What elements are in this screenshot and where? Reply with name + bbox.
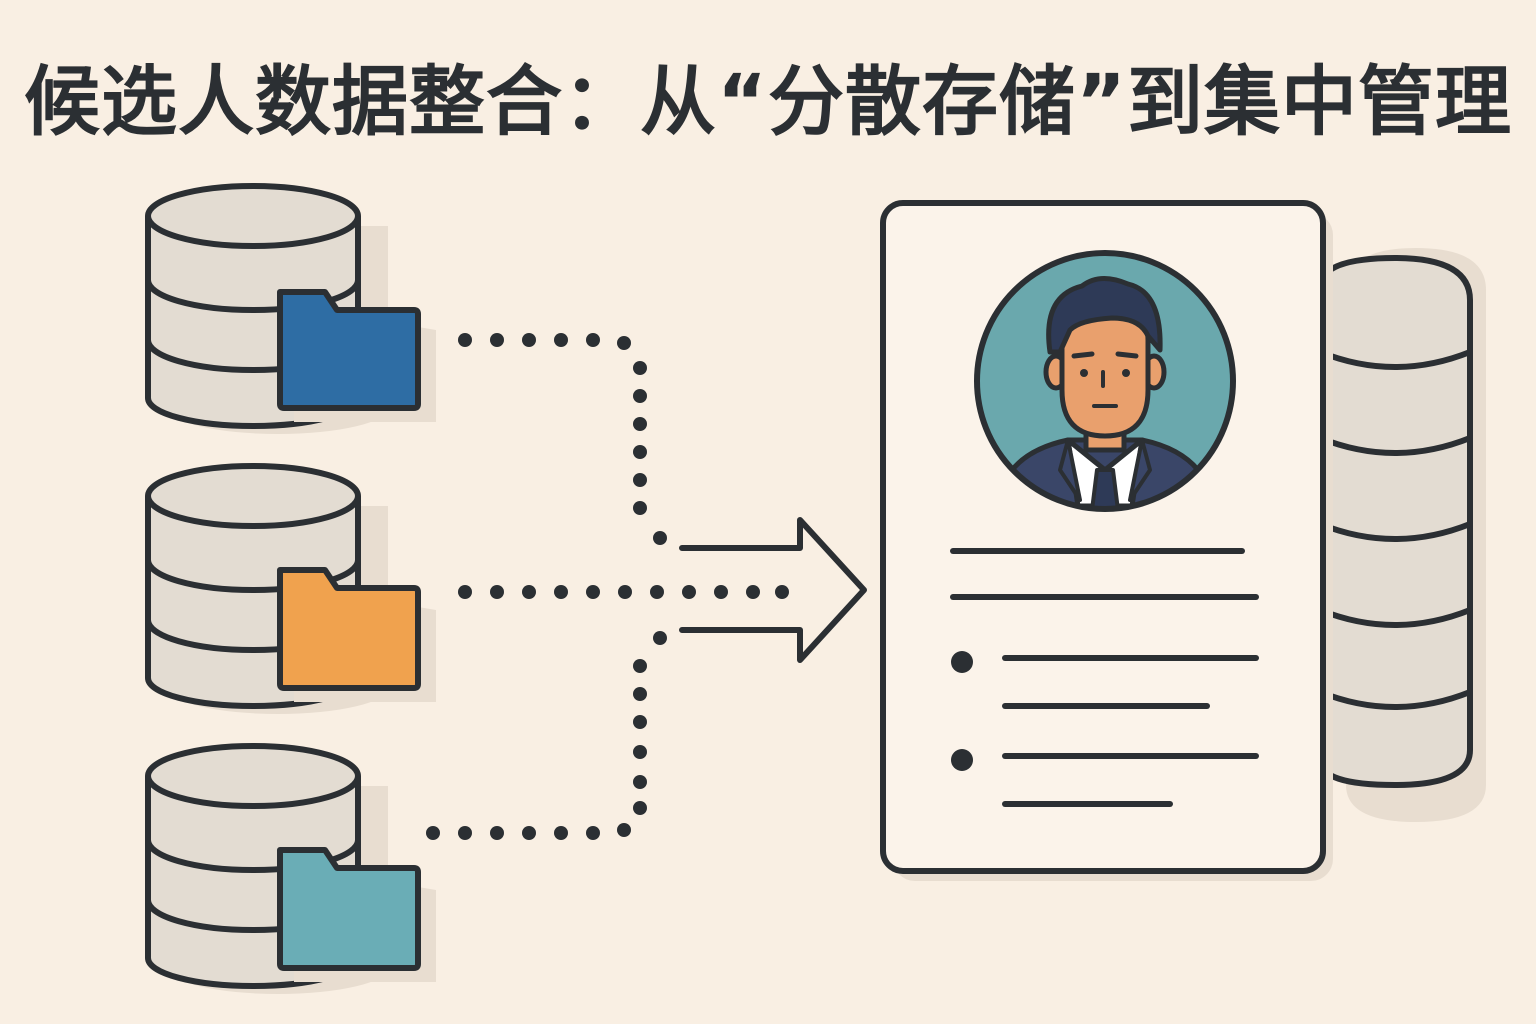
connector-dot <box>775 585 789 599</box>
page-title: 候选人数据整合：从“分散存储”到集中管理 <box>24 57 1512 146</box>
connector-dot <box>682 585 696 599</box>
connector-dot <box>746 585 760 599</box>
connector-dot <box>633 659 647 673</box>
arrow-right-icon <box>679 517 867 663</box>
connector-dot <box>458 826 472 840</box>
connector-dot <box>714 585 728 599</box>
connector-dot <box>554 333 568 347</box>
source-database-1 <box>145 183 436 434</box>
connector-dot <box>650 585 664 599</box>
connector-middle <box>458 585 789 599</box>
connector-top <box>458 333 667 545</box>
card-bullet-list <box>951 651 1259 807</box>
connector-dot <box>490 826 504 840</box>
connector-dot <box>653 531 667 545</box>
connector-dot <box>633 501 647 515</box>
connector-dot <box>554 826 568 840</box>
connector-dot <box>490 333 504 347</box>
folder-icon-blue <box>277 289 436 422</box>
connector-dot <box>633 361 647 375</box>
person-avatar-icon <box>974 250 1236 512</box>
connector-dot <box>633 745 647 759</box>
dotted-connectors <box>426 333 789 840</box>
connector-dot <box>633 801 647 815</box>
connector-dot <box>617 823 631 837</box>
connector-dot <box>633 389 647 403</box>
connector-dot <box>633 687 647 701</box>
connector-dot <box>586 585 600 599</box>
card-text-lines <box>950 548 1259 600</box>
connector-dot <box>458 585 472 599</box>
connector-dot <box>458 333 472 347</box>
source-database-3 <box>145 743 436 994</box>
connector-dot <box>617 336 631 350</box>
connector-bottom <box>426 631 667 840</box>
connector-dot <box>653 631 667 645</box>
connector-dot <box>633 775 647 789</box>
bullet-icon <box>951 749 973 771</box>
source-database-2 <box>145 463 436 714</box>
profile-card <box>880 200 1333 881</box>
connector-dot <box>586 333 600 347</box>
connector-dot <box>522 333 536 347</box>
connector-dot <box>490 585 504 599</box>
central-database-icon <box>1317 248 1486 822</box>
connector-dot <box>586 826 600 840</box>
connector-dot <box>554 585 568 599</box>
folder-icon-orange <box>277 567 436 702</box>
connector-dot <box>522 826 536 840</box>
connector-dot <box>618 585 632 599</box>
connector-dot <box>633 417 647 431</box>
connector-dot <box>426 826 440 840</box>
connector-dot <box>633 445 647 459</box>
bullet-icon <box>951 651 973 673</box>
connector-dot <box>633 715 647 729</box>
connector-dot <box>522 585 536 599</box>
connector-dot <box>633 473 647 487</box>
folder-icon-teal <box>277 847 436 982</box>
